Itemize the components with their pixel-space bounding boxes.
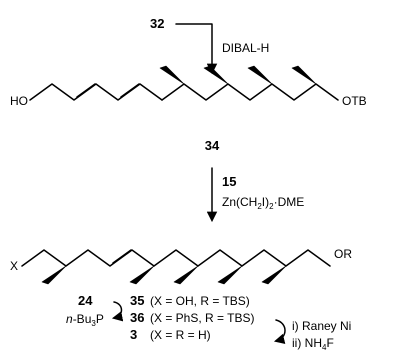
lower-double-bond: [112, 249, 132, 264]
definition-3: (X = R = H): [150, 328, 211, 342]
lower-chain: [21, 249, 331, 267]
upper-ho-group: HO: [10, 94, 28, 108]
compound-34-label: 34: [205, 138, 220, 153]
lower-cp2-wedge: [129, 265, 155, 285]
lower-cp1-wedge: [41, 265, 67, 285]
definition-36: (X = PhS, R = TBS): [150, 311, 254, 325]
upper-double-bond-2: [120, 83, 140, 98]
compound-32-label: 32: [150, 16, 164, 31]
reagent-raney-ni: i) Raney Ni: [292, 319, 351, 333]
compound-3-label: 3: [130, 327, 137, 342]
reagent-nh4f: ii) NH4F: [292, 336, 334, 352]
lower-cp3-wedge: [173, 265, 199, 285]
curved-arrow-36-to-3: [273, 319, 286, 345]
curved-arrow-35-to-36: [111, 301, 124, 322]
upper-cp1-wedge: [159, 65, 185, 85]
upper-diene-chain: [29, 83, 163, 101]
lower-cp4-wedge: [217, 265, 243, 285]
reagent-zn-ch2i2-dme: Zn(CH2I)2·DME: [222, 195, 304, 211]
upper-cp3-wedge: [247, 65, 273, 85]
upper-cp4-wedge: [291, 65, 317, 85]
compound-35-label: 35: [130, 293, 144, 308]
definition-35: (X = OH, R = TBS): [150, 294, 250, 308]
lower-x-group: X: [10, 259, 18, 273]
lower-cp5-wedge: [261, 265, 287, 285]
reagent-n-bu3p: n-Bu3P: [66, 312, 104, 328]
step1-arrow: [175, 23, 218, 75]
compound-36-label: 36: [130, 310, 144, 325]
lower-structure: X OR: [10, 247, 352, 285]
upper-double-bond-1: [76, 83, 96, 98]
lower-or-group: OR: [334, 247, 352, 261]
compound-24-label: 24: [78, 293, 93, 308]
upper-structure: HO OTB: [10, 65, 367, 108]
upper-cp2-wedge: [203, 65, 229, 85]
reagent-compound-15: 15: [222, 174, 236, 189]
reagent-dibal-h: DIBAL-H: [222, 41, 269, 55]
upper-otb-group: OTB: [342, 94, 367, 108]
upper-cyclopropane-chain: [161, 83, 339, 101]
